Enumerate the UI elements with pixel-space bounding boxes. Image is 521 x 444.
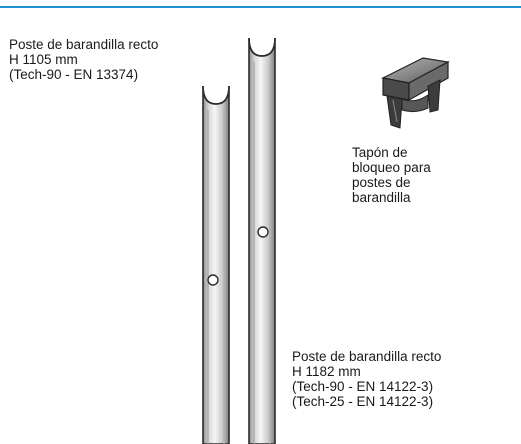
- label-post-1182-line-1: Poste de barandilla recto: [292, 349, 442, 364]
- label-post-1105-line-1: Poste de barandilla recto: [9, 37, 159, 52]
- label-post-1182-line-3: (Tech-90 - EN 14122-3): [292, 379, 434, 394]
- label-post-1105: Poste de barandilla recto H 1105 mm (Tec…: [9, 37, 158, 82]
- post-1105mm: [202, 85, 230, 444]
- label-lock-cap-line-2: bloqueo para: [352, 160, 431, 175]
- label-post-1182-line-2: H 1182 mm: [292, 364, 361, 379]
- label-post-1182: Poste de barandilla recto H 1182 mm (Tec…: [292, 349, 441, 409]
- label-post-1105-line-2: H 1105 mm: [9, 52, 78, 67]
- post-1182mm: [248, 37, 276, 444]
- label-lock-cap-line-1: Tapón de: [352, 145, 408, 160]
- lock-cap-icon: [381, 57, 450, 129]
- label-post-1182-line-4: (Tech-25 - EN 14122-3): [292, 394, 434, 409]
- accent-top-line: [0, 6, 521, 8]
- post-1182-bolt-hole: [257, 226, 269, 238]
- post-1105-bolt-hole: [207, 274, 219, 286]
- label-lock-cap-line-4: barandilla: [352, 190, 411, 205]
- label-lock-cap: Tapón de bloqueo para postes de barandil…: [352, 145, 431, 205]
- label-lock-cap-line-3: postes de: [352, 175, 411, 190]
- label-post-1105-line-3: (Tech-90 - EN 13374): [9, 67, 139, 82]
